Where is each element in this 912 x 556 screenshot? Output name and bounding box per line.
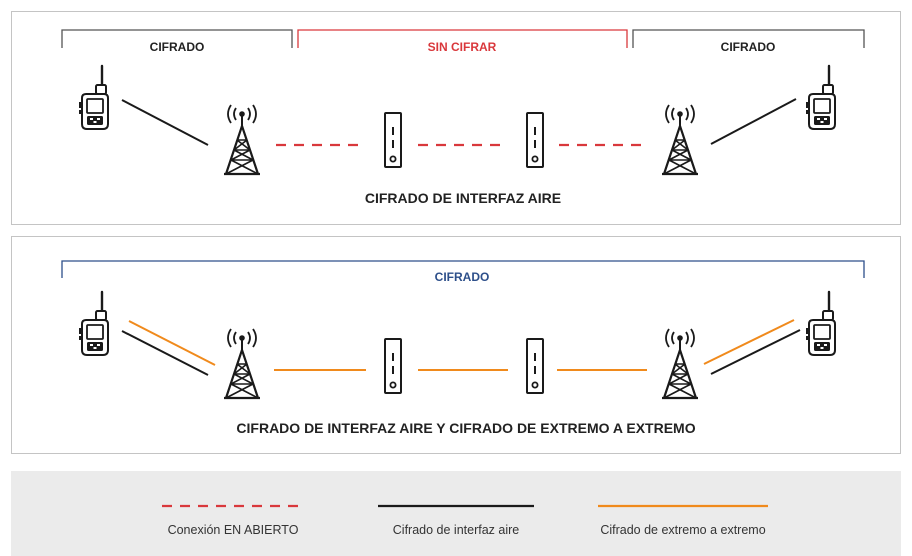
segment-label-encrypted-right: CIFRADO xyxy=(721,40,776,54)
server-icon xyxy=(526,338,544,394)
antenna-tower-icon xyxy=(222,327,262,400)
end-to-end-panel xyxy=(11,236,901,454)
server-icon xyxy=(384,112,402,168)
radio-handset-icon xyxy=(77,64,110,131)
segment-label-encrypted-left: CIFRADO xyxy=(150,40,205,54)
legend-label-open: Conexión EN ABIERTO xyxy=(168,523,299,537)
links-2 xyxy=(121,319,801,376)
antenna-tower-icon xyxy=(660,103,700,176)
caption-air-interface: CIFRADO DE INTERFAZ AIRE xyxy=(365,190,561,206)
air-interface-panel xyxy=(11,11,901,225)
legend-label-air-interface: Cifrado de interfaz aire xyxy=(393,523,520,537)
radio-handset-icon xyxy=(804,64,837,131)
legend-box xyxy=(11,471,901,556)
caption-air-interface-and-end-to-end: CIFRADO DE INTERFAZ AIRE Y CIFRADO DE EX… xyxy=(236,420,695,436)
radio-handset-icon xyxy=(77,290,110,357)
antenna-tower-icon xyxy=(660,327,700,400)
segment-brackets-2: CIFRADO xyxy=(61,260,865,284)
links-1 xyxy=(121,98,797,147)
radio-handset-icon xyxy=(804,290,837,357)
server-icon xyxy=(384,338,402,394)
segment-label-unencrypted: SIN CIFRAR xyxy=(428,40,497,54)
segment-label-encrypted: CIFRADO xyxy=(435,270,490,284)
server-icon xyxy=(526,112,544,168)
segment-brackets-1: CIFRADO SIN CIFRAR CIFRADO xyxy=(61,29,865,54)
legend-label-end-to-end: Cifrado de extremo a extremo xyxy=(600,523,765,537)
legend: Conexión EN ABIERTO Cifrado de interfaz … xyxy=(162,504,768,537)
antenna-tower-icon xyxy=(222,103,262,176)
